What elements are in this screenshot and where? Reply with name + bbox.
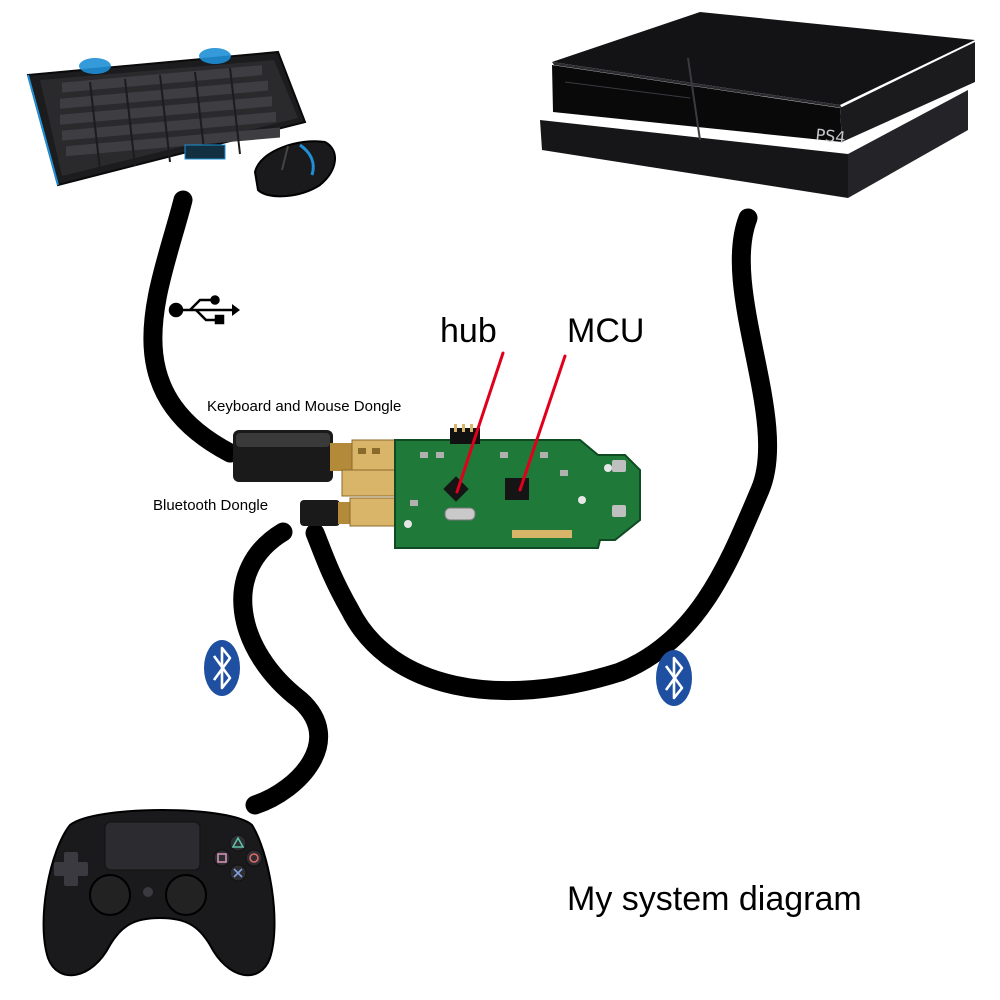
pointer-lines: [455, 351, 567, 494]
mcu-chip: [505, 478, 529, 500]
ps4-console: PS4: [540, 12, 975, 198]
bluetooth-dongle: [300, 469, 399, 527]
diagram-caption: My system diagram: [567, 880, 862, 918]
usb-icon: [168, 295, 240, 325]
right-stick: [165, 874, 207, 916]
usb-cable-keyboard: [143, 190, 240, 463]
bluetooth-link-ps4: [305, 208, 778, 701]
mouse: [253, 140, 336, 198]
left-stick: [89, 874, 131, 916]
bluetooth-dongle-label: Bluetooth Dongle: [153, 497, 269, 514]
hub-label: hub: [440, 312, 497, 350]
keyboard-keys: [60, 65, 280, 157]
keyboard-mouse-dongle: [233, 430, 401, 482]
ps4-controller: [42, 809, 276, 977]
bluetooth-icon: [656, 650, 692, 706]
keyboard-mouse-dongle-label: Keyboard and Mouse Dongle: [207, 398, 402, 415]
ps4-logo: PS4: [815, 125, 847, 147]
pcb-board: [394, 424, 641, 549]
bluetooth-link-controller: [233, 522, 329, 815]
bluetooth-icon: [204, 640, 240, 696]
cables: [143, 190, 778, 815]
mcu-label: MCU: [567, 312, 645, 350]
mcu-pointer: [518, 354, 567, 492]
hub-pointer: [455, 351, 505, 494]
dpad: [54, 852, 88, 886]
keyboard: [26, 48, 307, 187]
hub-chip: [443, 476, 469, 502]
